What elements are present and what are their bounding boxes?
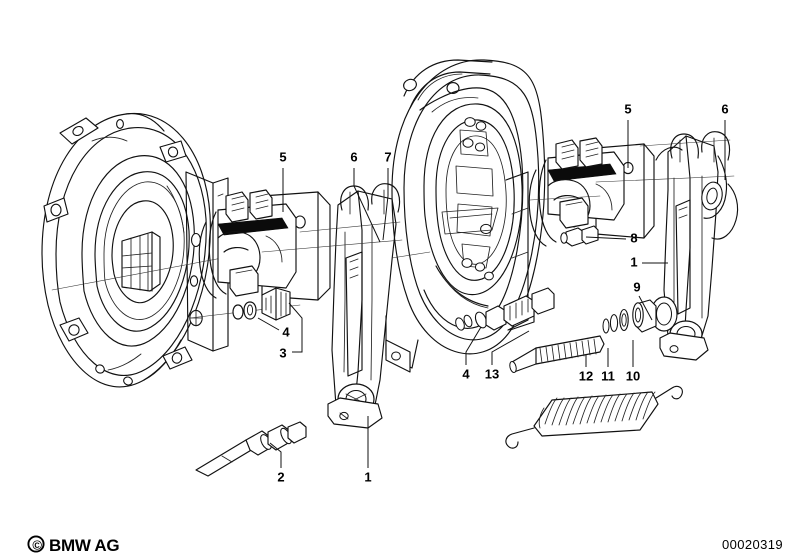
threaded-rod [509, 335, 605, 373]
pressure-plate-right [385, 59, 546, 373]
callout-11: 11 [601, 348, 615, 383]
return-spring [505, 385, 683, 449]
callout-number: 5 [624, 101, 631, 116]
callout-number: 5 [279, 149, 286, 164]
clutch-release-lever-left [327, 183, 401, 429]
callout-13: 13 [485, 330, 530, 381]
callout-number: 11 [601, 368, 615, 383]
callout-number: 1 [364, 469, 371, 484]
construction-line-5 [595, 175, 735, 183]
callout-1: 1 [364, 416, 372, 484]
bushing-spacer-group [602, 296, 678, 334]
leader-line [382, 168, 389, 241]
axis-line-left [51, 257, 223, 291]
callout-number: 6 [721, 101, 728, 116]
washer-small-center [455, 314, 473, 331]
copyright-text: BMW AG [49, 536, 119, 555]
callout-1: 1 [630, 254, 668, 269]
callout-4: 4 [257, 317, 290, 339]
release-bearing-left [198, 189, 331, 301]
spring-coils [544, 391, 656, 426]
callout-number: 6 [350, 149, 357, 164]
pressure-plate-left [41, 112, 229, 388]
release-lever-pin [195, 421, 307, 477]
callout-6: 6 [350, 149, 381, 243]
leader-line [257, 317, 280, 331]
callout-number: 2 [277, 469, 284, 484]
callout-7: 7 [382, 149, 392, 241]
callout-number: 7 [384, 149, 391, 164]
footer: © BMW AG 00020319 [27, 535, 783, 555]
grease-nipple [560, 225, 599, 247]
callout-number: 3 [279, 345, 286, 360]
construction-line-2 [261, 239, 403, 253]
callout-8: 8 [585, 230, 638, 245]
callout-4: 4 [462, 326, 482, 381]
washer-stud-center [474, 287, 555, 331]
release-bearing-right [528, 137, 655, 247]
callout-5: 5 [624, 101, 632, 168]
construction-line-6 [529, 195, 601, 201]
mounting-lug-group-left [43, 117, 202, 386]
leader-line [269, 442, 282, 468]
callout-number: 8 [630, 230, 637, 245]
leader-line [353, 168, 381, 243]
callout-layer: 5 6 7 4 3 2 1 4 13 5 6 8 1 9 12 11 10 [257, 101, 729, 484]
construction-line-4 [639, 139, 731, 147]
leader-line [288, 302, 303, 353]
copyright-symbol-glyph: © [32, 537, 42, 552]
construction-line-1 [299, 221, 401, 233]
callout-10: 10 [626, 340, 640, 383]
construction-line-3 [391, 251, 431, 259]
leader-line [585, 236, 627, 240]
callout-number: 9 [633, 279, 640, 294]
callout-6: 6 [721, 101, 729, 180]
rod-thread-lines [539, 338, 597, 364]
callout-number: 4 [462, 366, 470, 381]
leader-line [638, 295, 653, 321]
drawing-number: 00020319 [722, 537, 783, 552]
callout-number: 13 [485, 366, 499, 381]
callout-number: 12 [579, 368, 593, 383]
release-fork-arm-right [655, 146, 739, 240]
callout-9: 9 [633, 279, 653, 321]
callout-number: 10 [626, 368, 640, 383]
callout-5: 5 [279, 149, 287, 212]
callout-12: 12 [579, 355, 593, 383]
callout-number: 1 [630, 254, 637, 269]
callout-number: 4 [282, 324, 290, 339]
leader-line [491, 330, 530, 365]
leader-line [465, 326, 482, 365]
copyright-circle-icon [27, 535, 45, 553]
callout-2: 2 [269, 442, 285, 484]
hex-bolt-left [232, 287, 291, 321]
callout-3: 3 [279, 302, 303, 360]
